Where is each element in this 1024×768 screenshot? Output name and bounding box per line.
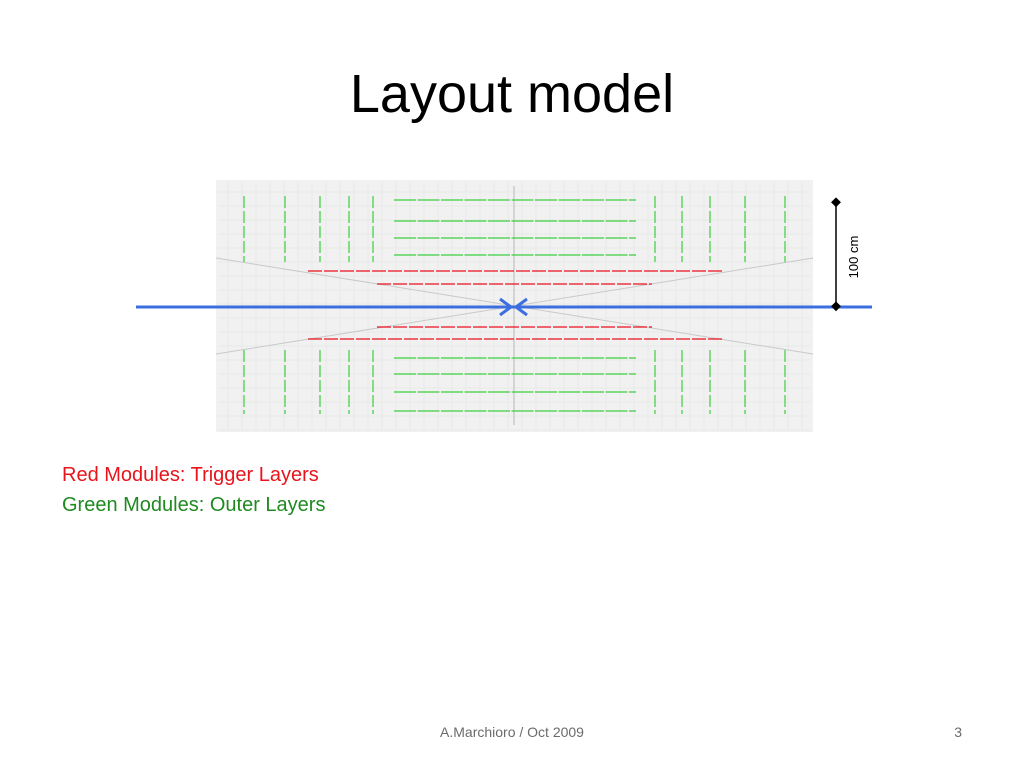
- scale-label: 100 cm: [846, 236, 861, 279]
- legend-trigger-layers: Red Modules: Trigger Layers: [62, 464, 319, 486]
- trigger-layers: [308, 270, 722, 340]
- beam-arrow-right-icon: [513, 297, 528, 317]
- outer-endcap-disks: [243, 196, 786, 414]
- legend: Red Modules: Trigger Layers Green Module…: [62, 460, 325, 520]
- legend-outer-layers: Green Modules: Outer Layers: [62, 494, 326, 516]
- slide-title: Layout model: [349, 64, 675, 124]
- outer-barrel-layers: [394, 199, 636, 412]
- scale-bar-top-marker: [831, 197, 841, 208]
- page-number: 3: [954, 724, 962, 740]
- scale-bar-bottom-marker: [831, 301, 841, 312]
- beam-arrow-left-icon: [499, 297, 514, 317]
- footer-text: A.Marchioro / Oct 2009: [440, 724, 584, 740]
